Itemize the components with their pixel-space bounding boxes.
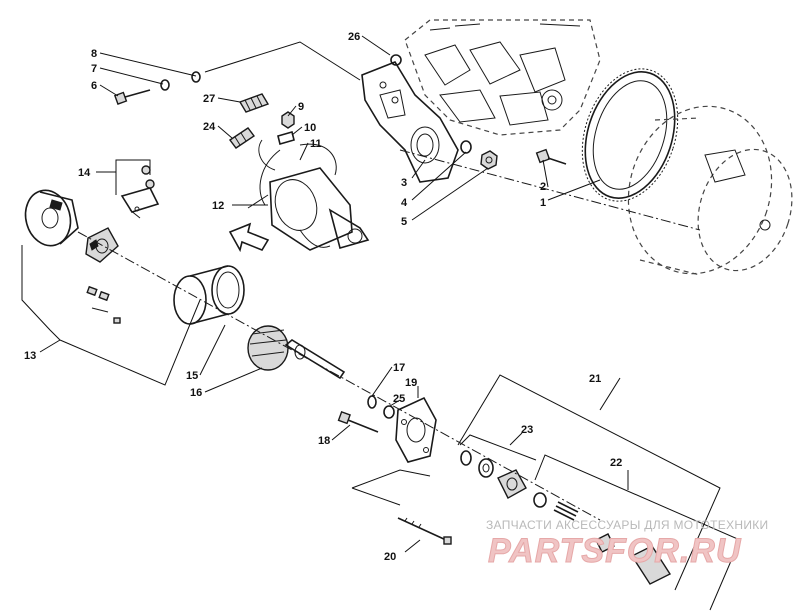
field-housing <box>173 265 245 325</box>
callout-12: 12 <box>212 200 224 212</box>
callout-24: 24 <box>203 121 216 133</box>
callout-2: 2 <box>540 181 546 193</box>
callout-9: 9 <box>298 101 304 113</box>
callout-25: 25 <box>393 393 405 405</box>
callout-22: 22 <box>610 457 622 469</box>
callout-15: 15 <box>186 370 198 382</box>
callout-10: 10 <box>304 122 316 134</box>
nut-9 <box>281 111 295 129</box>
armature <box>247 325 346 380</box>
callout-3: 3 <box>401 177 407 189</box>
washer-8 <box>191 71 201 83</box>
nut-5 <box>480 150 498 170</box>
callout-6: 6 <box>91 80 97 92</box>
brush-bracket <box>120 165 160 219</box>
end-frame <box>24 189 79 247</box>
callout-1: 1 <box>540 197 546 209</box>
callout-7: 7 <box>91 63 97 75</box>
sleeve-24 <box>228 127 256 149</box>
callout-11: 11 <box>310 138 322 150</box>
callout-26: 26 <box>348 31 360 43</box>
lock-washer-7 <box>160 79 170 91</box>
washer-25 <box>383 405 395 419</box>
shim-17 <box>367 395 377 409</box>
bolt-18 <box>337 410 379 433</box>
boot-27 <box>238 93 270 113</box>
drive-end-housing <box>395 396 437 463</box>
callout-20: 20 <box>384 551 396 563</box>
callout-5: 5 <box>401 216 407 228</box>
through-bolt-20 <box>397 517 452 545</box>
washer-4 <box>460 140 472 154</box>
callout-19: 19 <box>405 377 417 389</box>
watermark-tagline: ЗАПЧАСТИ АКСЕССУАРЫ ДЛЯ МОТОТЕХНИКИ <box>486 518 769 532</box>
watermark-brand: PARTSFOR.RU <box>488 532 742 570</box>
starter-motor <box>247 139 370 251</box>
callout-13: 13 <box>24 350 36 362</box>
callout-17: 17 <box>393 362 405 374</box>
ring-gear <box>581 68 679 202</box>
bolt-6 <box>113 89 151 105</box>
washer-26 <box>390 54 402 66</box>
leader-lines <box>21 35 741 611</box>
direction-arrow <box>228 222 270 253</box>
brush-springs <box>86 285 121 324</box>
flywheel-housing <box>627 105 793 276</box>
callout-labels: 1 2 3 4 5 6 7 8 9 10 11 12 13 14 15 16 1… <box>24 31 622 563</box>
terminal-10 <box>277 131 295 145</box>
callout-8: 8 <box>91 48 97 60</box>
engine-block <box>404 19 601 136</box>
callout-27: 27 <box>203 93 215 105</box>
mounting-bracket <box>361 61 459 183</box>
watermark: ЗАПЧАСТИ АКСЕССУАРЫ ДЛЯ МОТОТЕХНИКИ PART… <box>486 518 769 571</box>
callout-16: 16 <box>190 387 202 399</box>
drive-assembly <box>460 450 672 585</box>
callout-14: 14 <box>78 167 91 179</box>
bolt-2 <box>535 148 567 165</box>
callout-21: 21 <box>589 373 601 385</box>
callout-23: 23 <box>521 424 533 436</box>
callout-4: 4 <box>401 197 408 209</box>
callout-18: 18 <box>318 435 330 447</box>
